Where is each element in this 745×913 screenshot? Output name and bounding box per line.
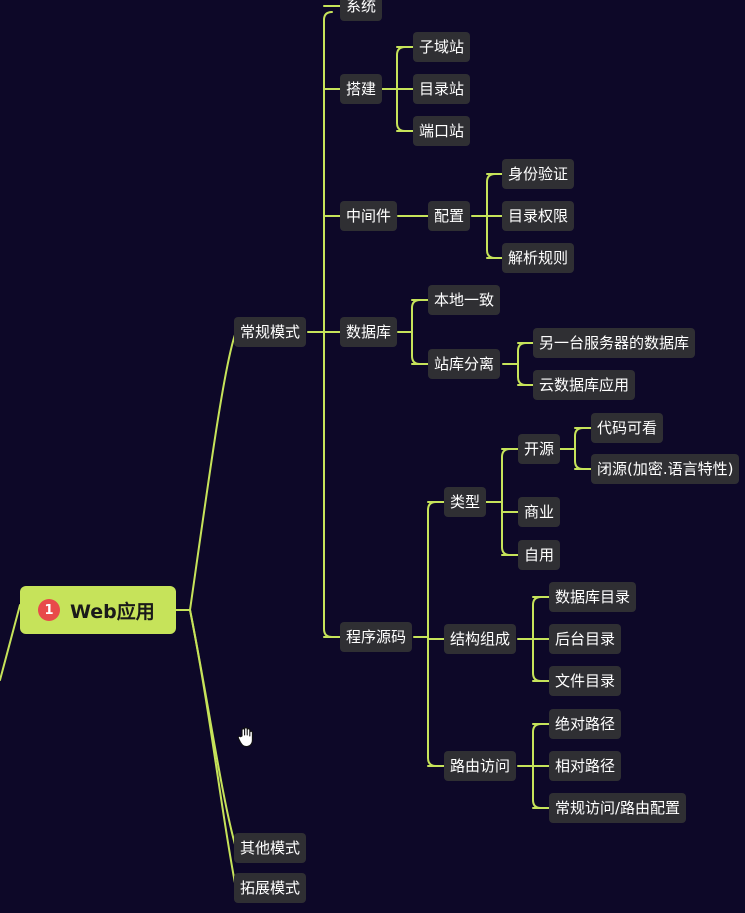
root-node-web-app[interactable]: 1 Web应用 xyxy=(20,586,176,634)
node-shujuku-mulu[interactable]: 数据库目录 xyxy=(549,582,637,612)
node-tuozhan-moshi[interactable]: 拓展模式 xyxy=(234,873,307,903)
node-duankouzhan[interactable]: 端口站 xyxy=(413,116,471,146)
node-xitong[interactable]: 系统 xyxy=(340,0,383,21)
node-peizhi[interactable]: 配置 xyxy=(428,201,471,231)
node-biyuan[interactable]: 闭源(加密.语言特性) xyxy=(591,454,740,484)
node-chengxu-yuanma[interactable]: 程序源码 xyxy=(340,622,413,652)
root-node-label: Web应用 xyxy=(70,600,155,623)
node-mululzhan[interactable]: 目录站 xyxy=(413,74,471,104)
node-shujuku[interactable]: 数据库 xyxy=(340,317,398,347)
hand-cursor-icon xyxy=(237,727,253,748)
node-ziyuzhan[interactable]: 子域站 xyxy=(413,32,471,62)
node-shenfen-yanzheng[interactable]: 身份验证 xyxy=(502,159,575,189)
node-lingyitai-fuwuqi[interactable]: 另一台服务器的数据库 xyxy=(533,328,696,358)
node-bendi-yizhi[interactable]: 本地一致 xyxy=(428,285,501,315)
node-mulu-quanxian[interactable]: 目录权限 xyxy=(502,201,575,231)
node-leixing[interactable]: 类型 xyxy=(444,487,487,517)
node-qita-moshi[interactable]: 其他模式 xyxy=(234,833,307,863)
node-wenjian-mulu[interactable]: 文件目录 xyxy=(549,666,622,696)
node-kaiyuan[interactable]: 开源 xyxy=(518,434,561,464)
node-dajian[interactable]: 搭建 xyxy=(340,74,383,104)
node-shangye[interactable]: 商业 xyxy=(518,497,561,527)
priority-1-icon: 1 xyxy=(38,599,60,621)
node-xiangdui-lujing[interactable]: 相对路径 xyxy=(549,751,622,781)
node-zhongjianjian[interactable]: 中间件 xyxy=(340,201,398,231)
node-houtai-mulu[interactable]: 后台目录 xyxy=(549,624,622,654)
node-jiegou-zucheng[interactable]: 结构组成 xyxy=(444,624,517,654)
node-juedui-lujing[interactable]: 绝对路径 xyxy=(549,709,622,739)
node-changgui-fangwen[interactable]: 常规访问/路由配置 xyxy=(549,793,687,823)
node-daima-kekan[interactable]: 代码可看 xyxy=(591,413,664,443)
node-changgui-moshi[interactable]: 常规模式 xyxy=(234,317,307,347)
node-zhanku-fenli[interactable]: 站库分离 xyxy=(428,349,501,379)
node-jiexi-guize[interactable]: 解析规则 xyxy=(502,243,575,273)
node-luyou-fangwen[interactable]: 路由访问 xyxy=(444,751,517,781)
node-yun-shujuku[interactable]: 云数据库应用 xyxy=(533,370,636,400)
node-ziyong[interactable]: 自用 xyxy=(518,540,561,570)
